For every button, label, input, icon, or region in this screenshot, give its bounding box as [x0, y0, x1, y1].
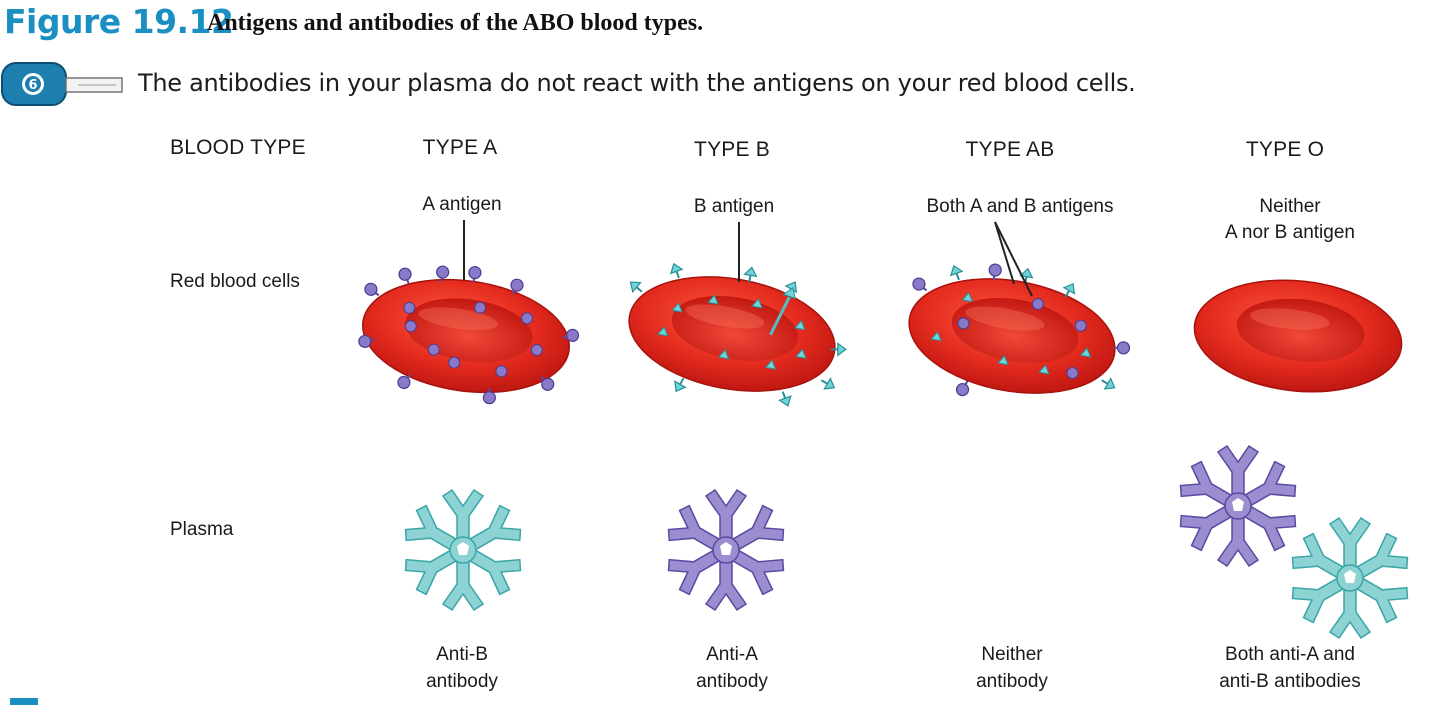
antigen-label-type-a: A antigen [422, 194, 502, 215]
rbc-type-ab [899, 262, 1131, 409]
antigen-label-type-o: Neither A nor B antigen [1190, 194, 1390, 246]
anti-a-antibody-type-b [664, 490, 788, 610]
anti-b-antibody-type-a [401, 490, 525, 610]
header-type-o: TYPE O [1245, 138, 1325, 161]
antibody-label-type-b-line1: Anti-A [706, 644, 758, 665]
header-blood-type: BLOOD TYPE [170, 136, 306, 159]
antigen-label-type-o-line2: A nor B antigen [1225, 222, 1355, 243]
antibody-label-type-o: Both anti-A and anti-B antibodies [1180, 641, 1400, 695]
antibody-label-type-b-line2: antibody [696, 671, 768, 692]
play-badge-icon[interactable]: 6 [0, 60, 126, 108]
summary-text: The antibodies in your plasma do not rea… [138, 69, 1136, 97]
anti-a-antibody-type-o [1176, 446, 1300, 566]
row-label-plasma: Plasma [170, 519, 234, 540]
header-type-a: TYPE A [422, 136, 498, 159]
page-edge-marker [10, 698, 38, 705]
antibody-label-type-ab: Neither antibody [942, 641, 1082, 695]
antigen-pointer-type-ab-1 [994, 221, 1015, 285]
antibody-label-type-a-line1: Anti-B [436, 644, 488, 665]
antibody-label-type-a-line2: antibody [426, 671, 498, 692]
header-type-b: TYPE B [694, 138, 770, 161]
rbc-type-a [354, 264, 581, 406]
antibody-label-type-o-line1: Both anti-A and [1225, 644, 1355, 665]
antibody-label-type-ab-line1: Neither [981, 644, 1043, 665]
header-type-ab: TYPE AB [965, 138, 1055, 161]
figure-title: Antigens and antibodies of the ABO blood… [207, 10, 704, 36]
antigen-label-type-b: B antigen [693, 196, 775, 217]
rbc-type-o [1188, 269, 1408, 403]
row-label-red-blood-cells: Red blood cells [170, 271, 300, 292]
antigen-pointer-type-ab-2 [994, 221, 1033, 297]
antibody-label-type-ab-line2: antibody [976, 671, 1048, 692]
antigen-label-type-o-line1: Neither [1259, 196, 1321, 217]
svg-text:6: 6 [28, 78, 37, 93]
figure-number: Figure 19.12 [4, 2, 234, 41]
antibody-label-type-a: Anti-B antibody [392, 641, 532, 695]
antigen-label-type-ab: Both A and B antigens [926, 196, 1114, 217]
rbc-type-b [619, 260, 847, 409]
antibody-label-type-b: Anti-A antibody [662, 641, 802, 695]
antibody-label-type-o-line2: anti-B antibodies [1219, 671, 1361, 692]
anti-b-antibody-type-o [1288, 518, 1412, 638]
